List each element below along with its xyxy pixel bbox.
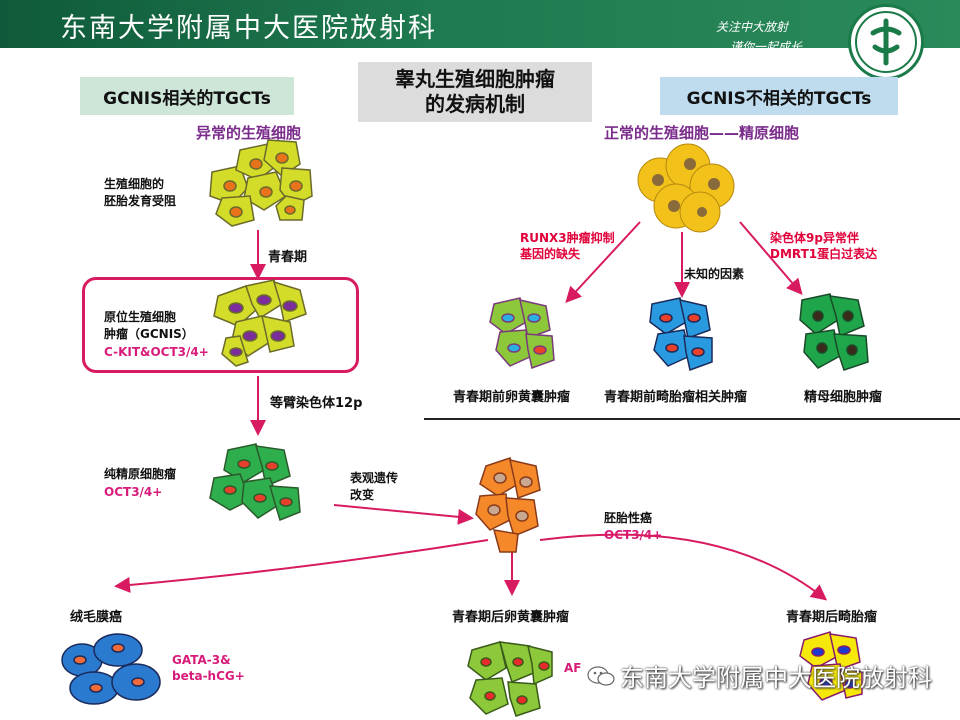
hospital-logo (848, 4, 924, 80)
afp-partial-label: AF (564, 661, 582, 675)
arrow-chr9p (739, 221, 803, 296)
wechat-icon (586, 664, 616, 688)
postpubertal-yolk-sac-caption: 青春期后卵黄囊肿瘤 (452, 610, 570, 625)
prepubertal-teratoma-cells (649, 297, 713, 371)
watermark-text: 东南大学附属中大医院放射科 (620, 664, 932, 692)
dev-block-line1: 生殖细胞的 (104, 177, 165, 191)
arrow-to-embryonal (333, 504, 474, 525)
main-title-line1: 睾丸生殖细胞肿瘤 (395, 67, 555, 91)
prepubertal-yolk-sac-cells (489, 297, 555, 369)
chr9p-line1: 染色体9p异常伴 (770, 231, 859, 245)
unknown-factor-label: 未知的因素 (684, 267, 745, 281)
abnormal-germ-cells-label: 异常的生殖细胞 (196, 124, 302, 142)
gcnis-highlight-box (82, 277, 359, 373)
seminoma-cell-cluster (209, 443, 301, 522)
epigenetic-line1: 表观遗传 (350, 471, 399, 485)
section-divider (424, 418, 960, 420)
spermatocytic-tumor-cells (799, 293, 869, 371)
postpubertal-yolk-sac-cells (467, 641, 553, 717)
normal-germ-cells-label: 正常的生殖细胞——精原细胞 (604, 124, 800, 142)
choriocarcinoma-marker-line1: GATA-3& (172, 653, 231, 667)
gcnis-line2: 肿瘤（GCNIS） (104, 327, 194, 341)
header-bar (0, 0, 960, 48)
postpubertal-teratoma-cells (799, 631, 863, 701)
header-slogan-line1: 关注中大放射 (716, 20, 789, 34)
prepubertal-teratoma-caption: 青春期前畸胎瘤相关肿瘤 (604, 390, 748, 405)
prepubertal-yolk-sac-caption: 青春期前卵黄囊肿瘤 (453, 390, 571, 405)
embryonal-carcinoma-cells (475, 457, 541, 553)
runx3-line2: 基因的缺失 (520, 247, 581, 261)
seminoma-marker: OCT3/4+ (104, 485, 163, 499)
arrow-to-teratoma (539, 533, 828, 601)
gcnis-markers: C-KIT&OCT3/4+ (104, 345, 209, 359)
chr9p-line2: DMRT1蛋白过表达 (770, 247, 878, 261)
choriocarcinoma-caption: 绒毛膜癌 (70, 610, 123, 625)
header-slogan-line2: 谨你一起成长 (730, 40, 803, 54)
postpubertal-teratoma-caption: 青春期后畸胎瘤 (786, 610, 878, 625)
gcnis-unrelated-label: GCNIS不相关的TGCTs (660, 77, 898, 115)
main-title-box: 睾丸生殖细胞肿瘤 的发病机制 (358, 62, 592, 122)
seminoma-label: 纯精原细胞瘤 (104, 467, 177, 481)
isochromosome-label: 等臂染色体12p (270, 396, 363, 411)
choriocarcinoma-marker-line2: beta-hCG+ (172, 669, 245, 683)
main-title-line2: 的发病机制 (425, 92, 525, 116)
abnormal-germ-cell-cluster (209, 139, 313, 227)
choriocarcinoma-cells (61, 633, 161, 705)
arrow-to-choriocarcinoma (114, 539, 489, 593)
dev-block-line2: 胚胎发育受阻 (104, 194, 177, 208)
embryonal-carcinoma-label: 胚胎性癌 (604, 511, 653, 525)
normal-germ-cell-cluster (637, 143, 735, 233)
arrow-runx3 (565, 221, 641, 303)
runx3-line1: RUNX3肿瘤抑制 (520, 231, 615, 245)
gcnis-cell-cluster (213, 279, 307, 367)
header-title: 东南大学附属中大医院放射科 (60, 13, 437, 44)
puberty-label: 青春期 (268, 250, 308, 265)
spermatocytic-tumor-caption: 精母细胞肿瘤 (804, 390, 883, 405)
epigenetic-line2: 改变 (350, 488, 375, 502)
gcnis-related-label: GCNIS相关的TGCTs (80, 77, 294, 115)
gcnis-line1: 原位生殖细胞 (104, 310, 177, 324)
